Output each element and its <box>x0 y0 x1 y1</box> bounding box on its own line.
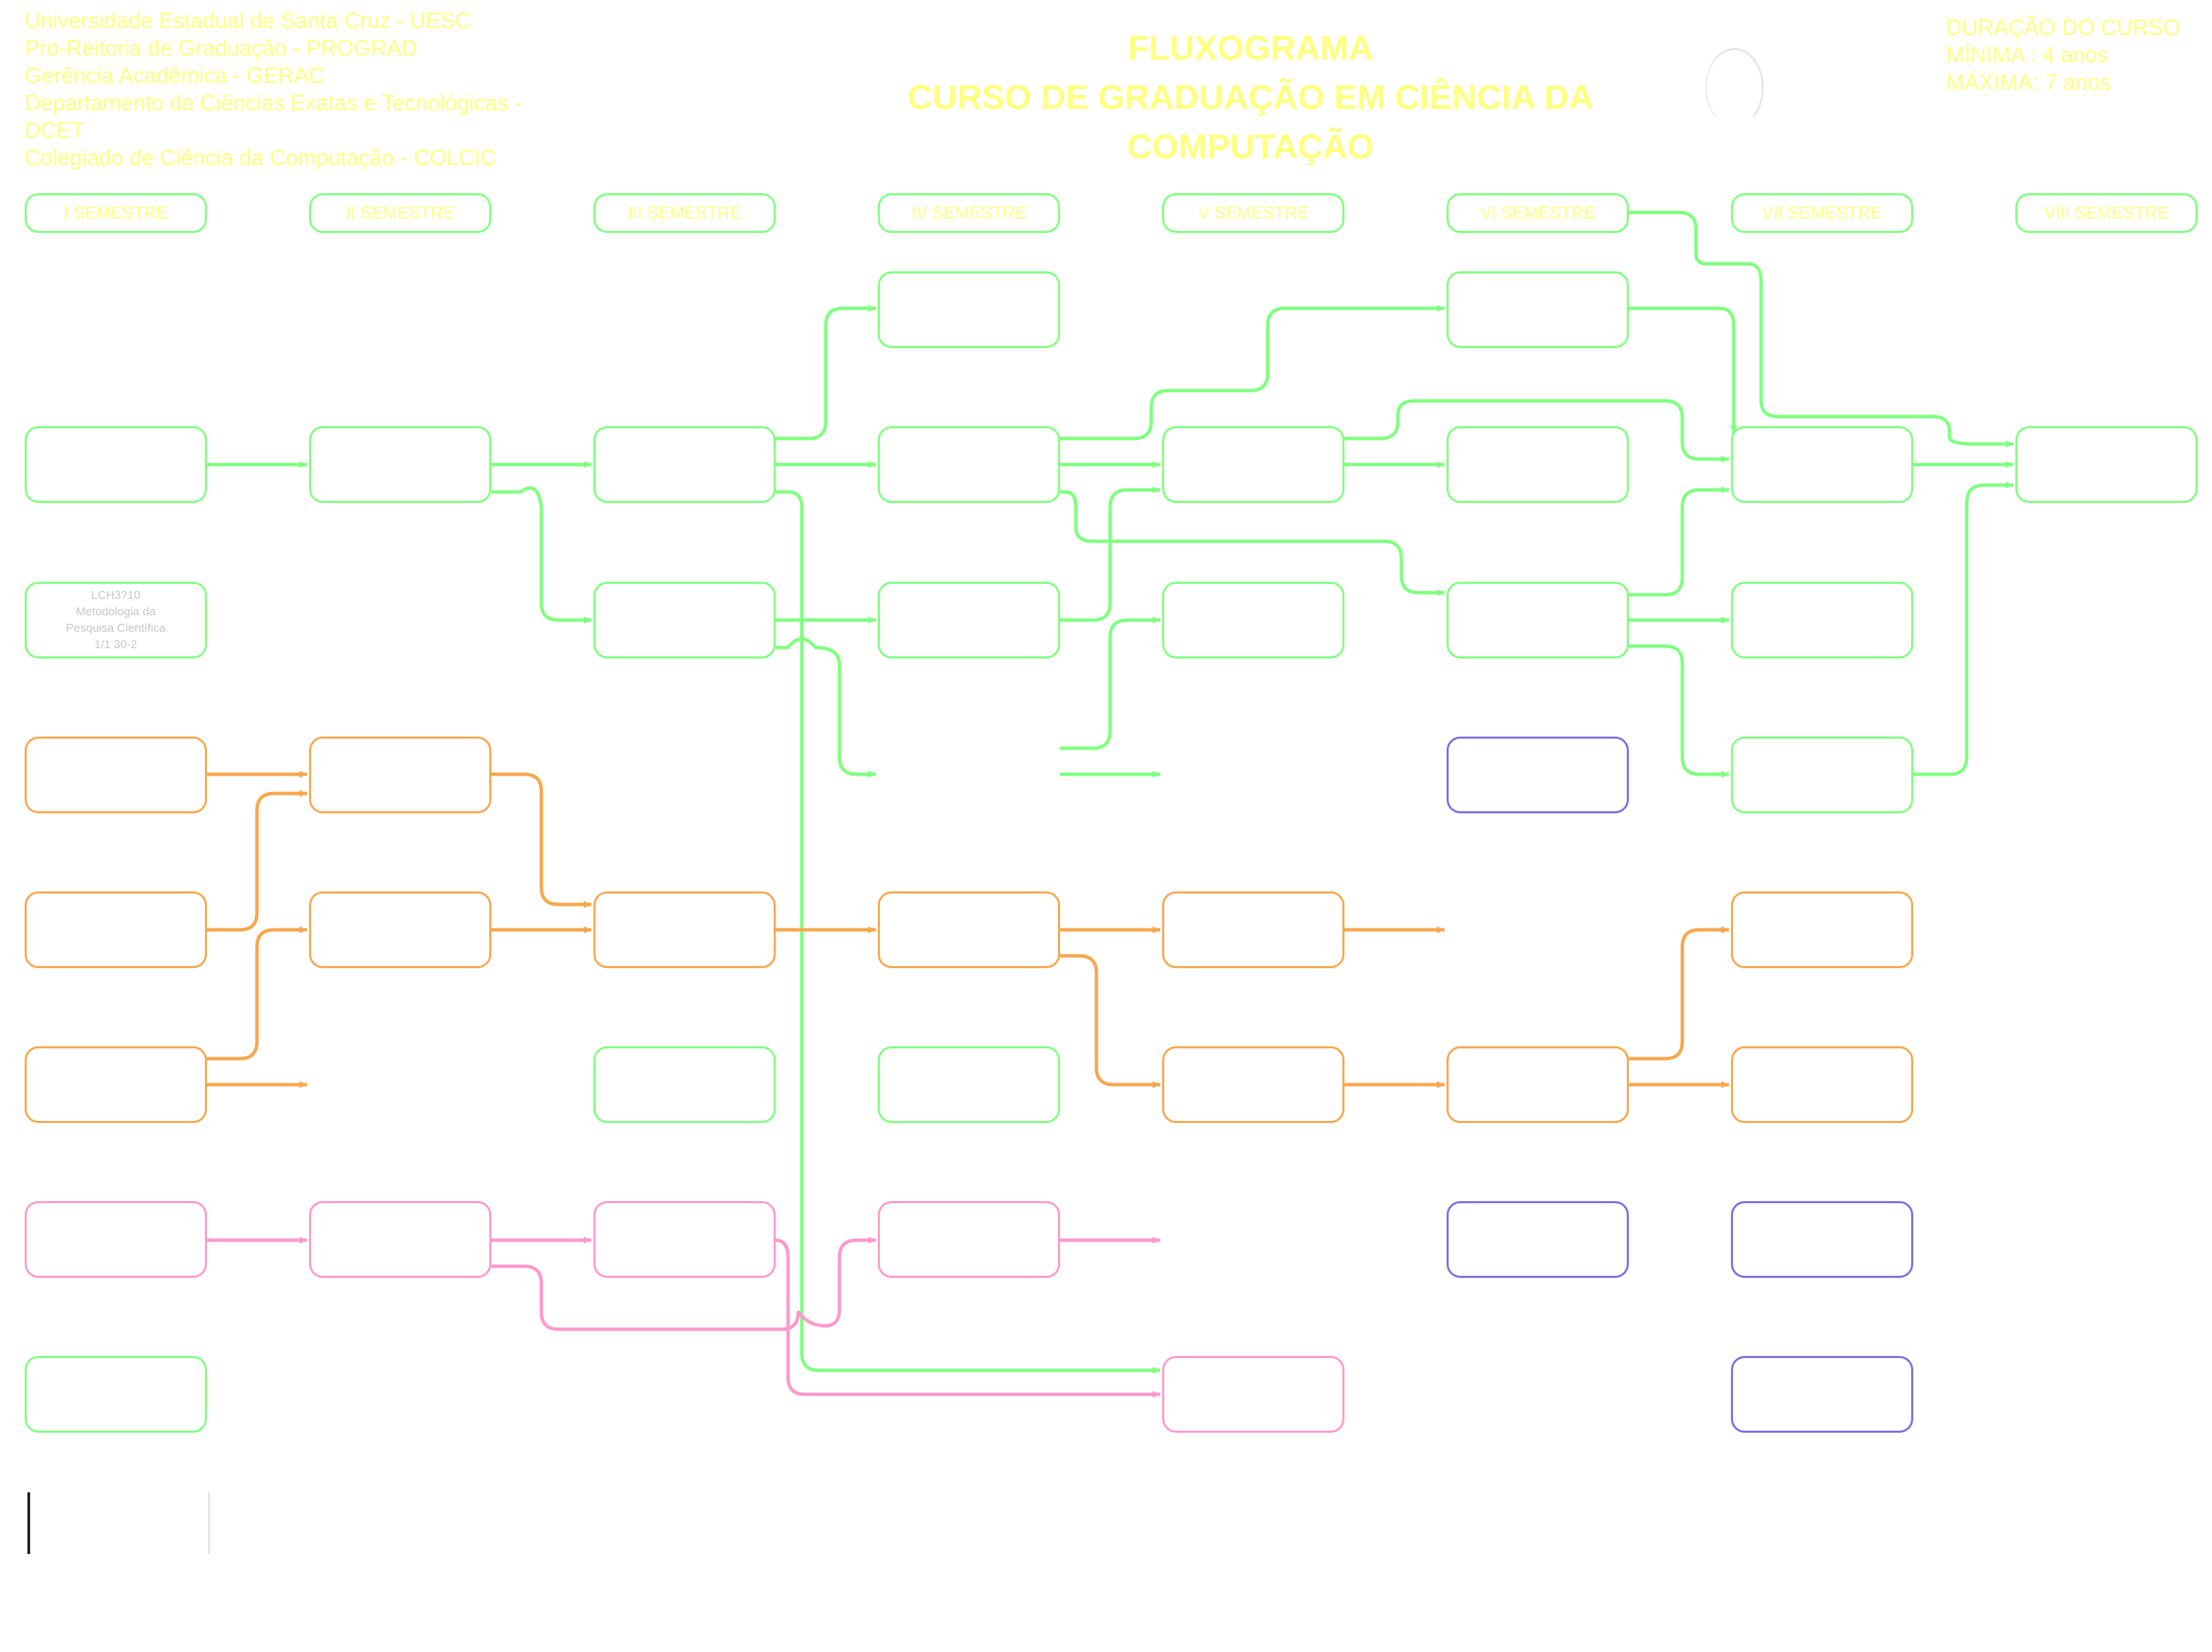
duration-line: MÍNIMA : 4 anos <box>1946 42 2109 67</box>
title-line: FLUXOGRAMA <box>1127 29 1374 67</box>
course-code: LCH3?10 <box>91 589 140 602</box>
title-line: CURSO DE GRADUAÇÃO EM CIÊNCIA DA <box>907 78 1594 116</box>
course-box-s7-r1[interactable] <box>1731 426 1913 503</box>
course-box-s7-r2[interactable] <box>1731 582 1913 658</box>
institution-line: Pro-Reitoria de Graduação - PROGRAD <box>25 36 417 60</box>
course-label-metodologia: LCH3?10 Metodologia da Pesquisa Científi… <box>27 584 204 656</box>
course-duration: DURAÇÃO DO CURSO MÍNIMA : 4 anos MÁXIMA:… <box>1946 14 2207 96</box>
course-box-s4-r6[interactable] <box>878 1201 1060 1278</box>
course-box-s1-r5[interactable] <box>25 1046 207 1123</box>
institution-line: Universidade Estadual de Santa Cruz - UE… <box>25 8 471 33</box>
semester-header-7: VII SEMESTRE <box>1731 193 1913 233</box>
course-box-s6-r0[interactable] <box>1447 271 1629 348</box>
semester-header-8: VIII SEMESTRE <box>2015 193 2198 233</box>
institution-line: Gerência Acadêmica - GERAC <box>25 63 325 88</box>
course-box-s3-r1[interactable] <box>593 426 776 503</box>
course-box-s1-r6[interactable] <box>25 1201 207 1278</box>
semester-header-5: V SEMESTRE <box>1162 193 1344 233</box>
course-box-s1-r7[interactable] <box>25 1356 207 1433</box>
decorative-circle <box>1705 48 1764 127</box>
course-box-s6-r5[interactable] <box>1447 1046 1629 1123</box>
course-box-s1-r2[interactable] <box>25 582 207 658</box>
course-box-s3-r5[interactable] <box>593 1046 776 1123</box>
course-box-s6-r6[interactable] <box>1447 1201 1629 1278</box>
duration-line: MÁXIMA: 7 anos <box>1946 70 2111 95</box>
course-box-s4-r2[interactable] <box>878 582 1060 658</box>
course-box-s6-r3[interactable] <box>1447 737 1629 813</box>
course-box-s4-r4[interactable] <box>878 891 1060 968</box>
course-box-s2-r1[interactable] <box>309 426 491 503</box>
semester-header-6: VI SEMESTRE <box>1447 193 1629 233</box>
course-box-s1-r1[interactable] <box>25 426 207 503</box>
course-box-s6-r2[interactable] <box>1447 582 1629 658</box>
course-box-s6-r1[interactable] <box>1447 426 1629 503</box>
legend-box <box>27 1492 210 1554</box>
course-box-s5-r5[interactable] <box>1162 1046 1344 1123</box>
institution-line: Departamento de Ciências Exatas e Tecnol… <box>25 90 522 115</box>
course-box-s2-r6[interactable] <box>309 1201 491 1278</box>
course-box-s5-r4[interactable] <box>1162 891 1344 968</box>
course-box-s7-r7[interactable] <box>1731 1356 1913 1433</box>
course-box-s4-r5[interactable] <box>878 1046 1060 1123</box>
course-box-s7-r3[interactable] <box>1731 737 1913 813</box>
semester-header-3: III SEMESTRE <box>593 193 776 233</box>
course-box-s5-r7[interactable] <box>1162 1356 1344 1433</box>
course-name-line: Metodologia da <box>75 605 156 618</box>
course-box-s1-r4[interactable] <box>25 891 207 968</box>
title-line: COMPUTAÇÃO <box>1127 127 1375 166</box>
course-box-s4-r0[interactable] <box>878 271 1060 348</box>
course-box-s5-r2[interactable] <box>1162 582 1344 658</box>
institution-line: Colegiado de Ciência da Computação - COL… <box>25 145 497 170</box>
semester-header-4: IV SEMESTRE <box>878 193 1060 233</box>
course-box-s7-r4[interactable] <box>1731 891 1913 968</box>
course-name-line: Pesquisa Científica <box>66 621 166 634</box>
course-box-s7-r6[interactable] <box>1731 1201 1913 1278</box>
course-box-s3-r2[interactable] <box>593 582 776 658</box>
course-box-s2-r4[interactable] <box>309 891 491 968</box>
page-title: FLUXOGRAMA CURSO DE GRADUAÇÃO EM CIÊNCIA… <box>822 23 1679 171</box>
semester-header-2: II SEMESTRE <box>309 193 491 233</box>
course-box-s3-r6[interactable] <box>593 1201 776 1278</box>
course-box-s5-r1[interactable] <box>1162 426 1344 503</box>
institution-header: Universidade Estadual de Santa Cruz - UE… <box>25 7 573 171</box>
institution-line: DCET <box>25 118 85 143</box>
course-box-s7-r5[interactable] <box>1731 1046 1913 1123</box>
semester-header-1: I SEMESTRE <box>25 193 207 233</box>
duration-line: DURAÇÃO DO CURSO <box>1946 15 2180 40</box>
course-box-s8-r1[interactable] <box>2015 426 2198 503</box>
course-box-s3-r4[interactable] <box>593 891 776 968</box>
course-box-s1-r3[interactable] <box>25 737 207 813</box>
course-hours: 1/1 30-2 <box>94 638 138 651</box>
course-box-s4-r1[interactable] <box>878 426 1060 503</box>
course-box-s2-r3[interactable] <box>309 737 491 813</box>
